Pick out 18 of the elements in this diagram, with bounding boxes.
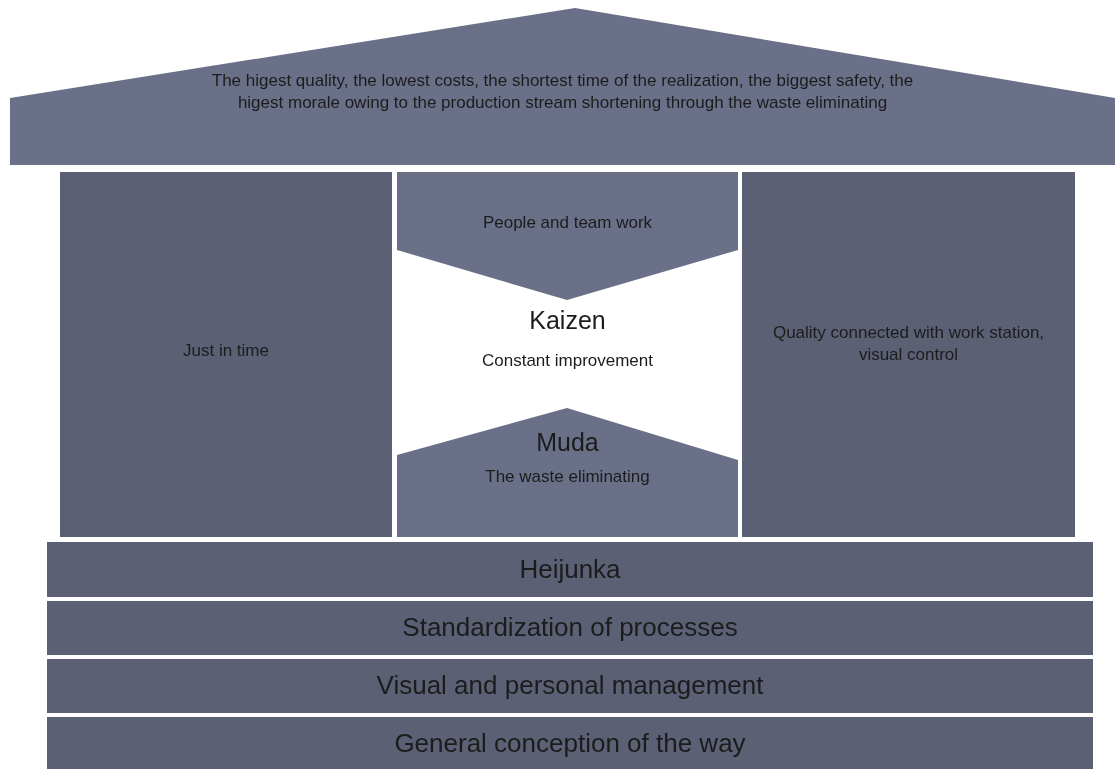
band-label: General conception of the way [394,728,746,758]
pillar-panel [60,172,392,537]
band-label: Heijunka [519,554,621,584]
chevron-label: People and team work [482,213,653,232]
band-label: Standardization of processes [402,612,738,642]
foundation-band [47,542,1093,597]
band-label: Visual and personal management [376,670,764,700]
foundation-band [47,717,1093,769]
pillar-label: Just in time [183,341,269,360]
muda-subtitle: The waste eliminating [485,467,650,486]
foundation-band [47,659,1093,713]
kaizen-title: Kaizen [529,306,606,334]
pillar-panel [742,172,1075,537]
kaizen-subtitle: Constant improvement [482,351,653,370]
pillar-label: Quality connected with work station, visual control [772,323,1045,365]
roof-text: The higest quality, the lowest costs, the shortest time of the realization, the biggest safety, the higest morale owing to the production stream shortening through the waste eliminating [211,71,914,113]
muda-title: Muda [536,428,599,456]
foundation-band [47,601,1093,655]
